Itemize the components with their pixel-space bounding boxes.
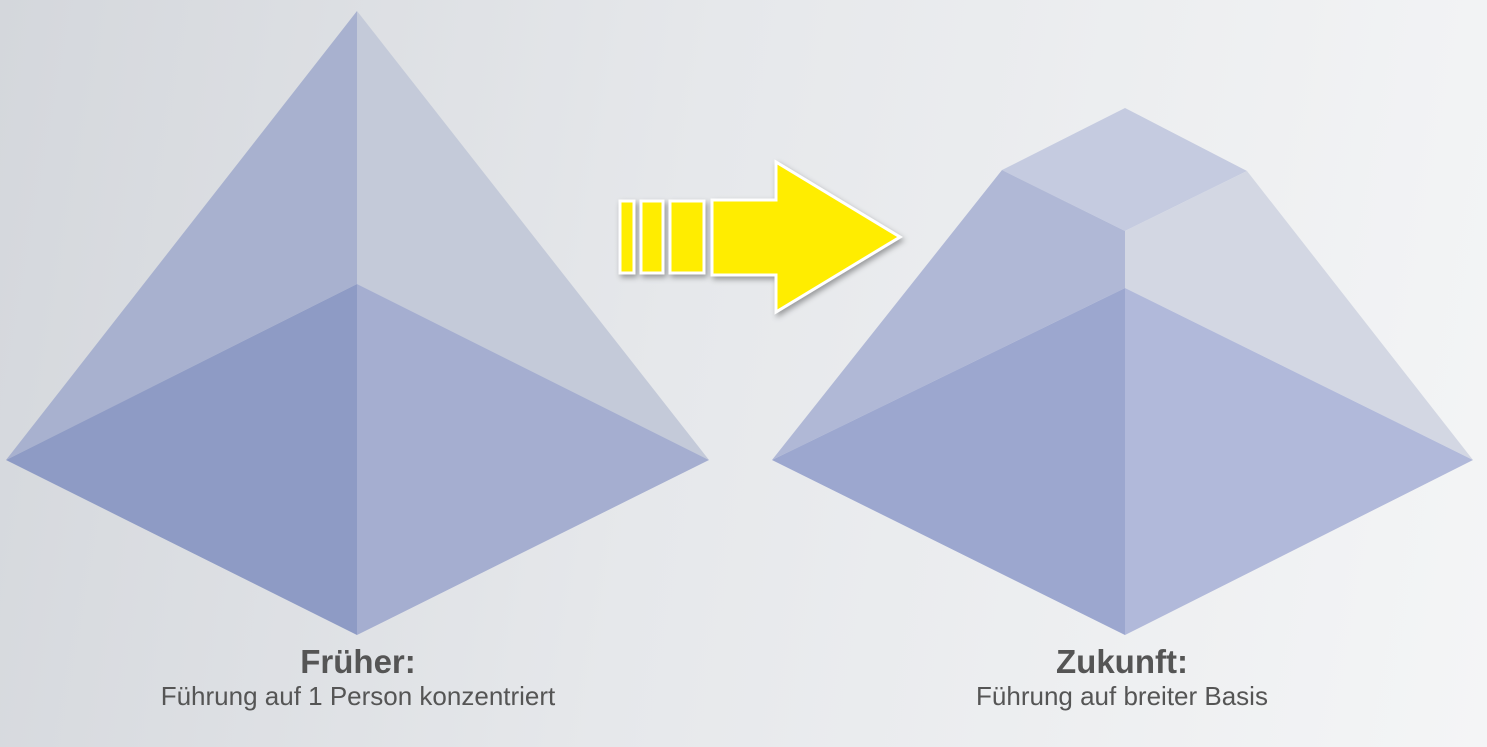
caption-future: Zukunft: Führung auf breiter Basis — [822, 643, 1422, 711]
caption-before-title: Früher: — [300, 643, 416, 680]
arrow-head — [710, 159, 903, 315]
pyramid-right-lower-left-face — [772, 288, 1125, 635]
arrow-stripe-1 — [618, 199, 636, 275]
arrow-stripe-3 — [668, 199, 706, 275]
caption-future-subtitle: Führung auf breiter Basis — [976, 681, 1268, 711]
pyramid-pointed — [6, 11, 709, 635]
pyramid-left-lower-right-face — [357, 284, 709, 635]
pyramid-right-upper-left-face — [772, 170, 1125, 460]
pyramid-left-upper-right-face — [357, 11, 709, 460]
right-arrow-icon — [618, 159, 903, 315]
caption-before-subtitle: Führung auf 1 Person konzentriert — [160, 681, 556, 711]
pyramid-left-lower-left-face — [6, 284, 357, 635]
pyramid-left-upper-left-face — [6, 11, 357, 460]
caption-future-title: Zukunft: — [1056, 643, 1188, 680]
pyramid-truncated — [772, 108, 1473, 635]
pyramid-right-upper-right-face — [1125, 171, 1473, 460]
caption-before: Früher: Führung auf 1 Person konzentrier… — [58, 643, 658, 711]
pyramid-right-top-face — [1002, 108, 1247, 231]
arrow-stripe-2 — [639, 199, 665, 275]
pyramid-right-lower-right-face — [1125, 288, 1473, 635]
